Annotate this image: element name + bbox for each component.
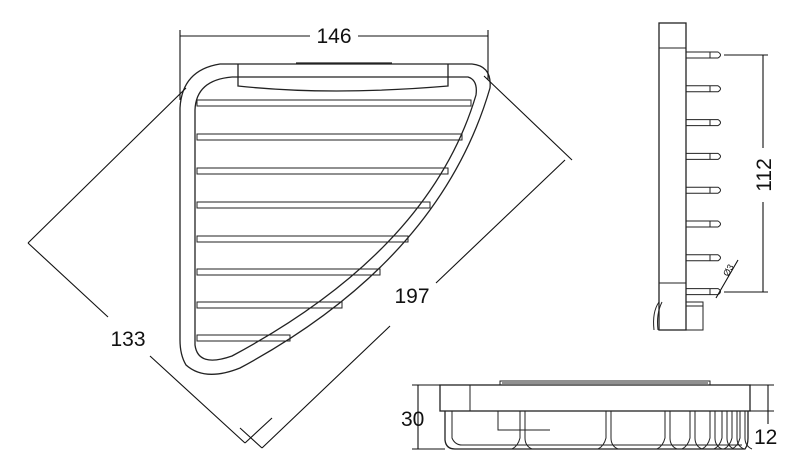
side-pin (686, 85, 721, 93)
side-pin (686, 152, 721, 160)
dimension-146: 146 (179, 25, 489, 100)
front-bar (681, 411, 691, 450)
dim-label-diagonal: 197 (394, 285, 429, 308)
wall-plate (237, 64, 449, 92)
front-view: 30 12 (401, 380, 777, 450)
front-basket (444, 411, 749, 450)
basket-bar (196, 235, 409, 243)
front-bar (511, 411, 521, 450)
front-bar (610, 411, 619, 450)
front-bar (713, 411, 723, 450)
basket-outer-frame (179, 63, 491, 375)
front-bar (701, 411, 711, 450)
top-view (179, 62, 491, 375)
side-pins (686, 51, 721, 296)
front-bar (731, 411, 741, 450)
side-pin (686, 51, 721, 59)
front-bar (524, 411, 533, 450)
dim-label-top-width: 146 (316, 25, 351, 48)
basket-inner-frame (194, 76, 477, 361)
front-bar (723, 411, 733, 450)
basket-bar (196, 334, 291, 342)
dimension-197: 197 (239, 75, 573, 449)
front-bar (597, 411, 607, 450)
front-bar (669, 411, 678, 450)
basket-bar (196, 201, 431, 209)
dim-label-bar-diameter: Ø3 (721, 263, 736, 278)
dim-label-front-depth: 133 (110, 328, 145, 351)
basket-bars (196, 99, 472, 342)
dimension-133: 133 (27, 87, 273, 444)
front-bar (744, 411, 753, 450)
front-bars (511, 411, 753, 450)
basket-bar (196, 99, 472, 107)
dim-label-height: 30 (401, 408, 424, 431)
side-view: 112 Ø3 (653, 22, 776, 331)
front-bar (714, 411, 723, 450)
front-bar (736, 411, 745, 450)
side-wall-plate (658, 22, 687, 331)
dim-label-bar-span: 112 (753, 158, 776, 191)
front-plate (439, 384, 751, 412)
basket-bar (196, 167, 449, 175)
front-bar (656, 411, 666, 450)
side-pin (686, 119, 721, 127)
basket-bar (196, 301, 343, 309)
basket-bar (196, 133, 463, 141)
side-pin (686, 254, 721, 262)
front-bar (694, 411, 703, 450)
dim-label-plate-height: 12 (754, 426, 777, 449)
side-pin (686, 288, 721, 296)
side-pin (686, 186, 721, 194)
basket-bar (196, 268, 381, 276)
side-pin (686, 220, 721, 228)
